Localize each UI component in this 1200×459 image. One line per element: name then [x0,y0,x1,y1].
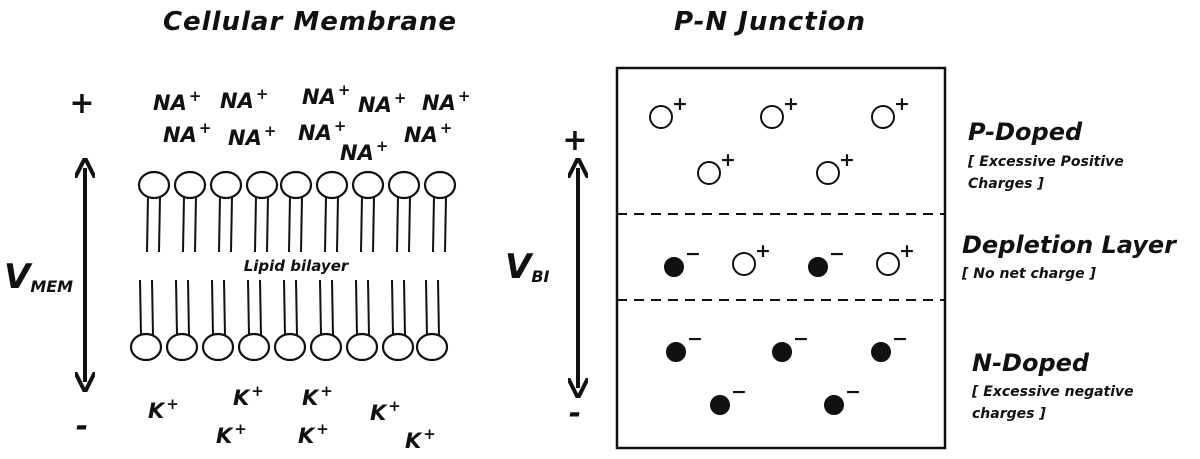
junction-panel: P-N Junction + - VBI + + + + + + + − − − − − − − P-Do… [505,7,1178,450]
negative-charge: − [666,328,703,362]
sodium-ion: NA+ [340,137,388,165]
svg-text:+: + [839,149,855,171]
junction-title: P-N Junction [674,7,866,37]
lipid-molecule-upper [279,170,313,253]
positive-charge: + [649,93,688,129]
potassium-ion: K+ [302,382,333,410]
lipid-bilayer [129,170,457,362]
potassium-ion: K+ [233,382,264,410]
membrane-voltage-label: VMEM [4,257,73,297]
positive-charge: + [697,149,736,185]
lipid-molecule-lower [309,279,343,362]
junction-box [615,66,947,450]
region-n-doped-note-1: [ Excessive negative [971,384,1134,400]
svg-text:−: − [845,381,861,403]
lipid-molecule-lower [381,279,415,362]
region-p-doped-name: P-Doped [968,118,1083,146]
lipid-molecule-upper [387,170,421,253]
svg-text:−: − [685,243,701,265]
positive-charge: + [871,93,910,129]
junction-voltage-label: VBI [505,247,550,287]
sodium-ion: NA+ [422,87,470,115]
lipid-molecule-lower [237,279,271,362]
region-p-doped-note-2: Charges ] [968,176,1044,192]
potassium-ion: K+ [370,397,401,425]
sodium-ion: NA+ [302,81,350,109]
lipid-molecule-lower [345,279,379,362]
sodium-ion: NA+ [153,87,201,115]
region-n-doped: N-Doped [ Excessive negative charges ] [971,349,1134,422]
region-depletion-note-1: [ No net charge ] [961,266,1097,282]
positive-charge: + [816,149,855,185]
membrane-panel: Cellular Membrane + - VMEM NA+NA+NA+NA+N… [4,7,470,453]
lipid-molecule-lower [165,279,199,362]
lipid-molecule-upper [423,170,457,253]
lipid-molecule-upper [351,170,385,253]
region-n-doped-note-2: charges ] [972,406,1046,422]
lipid-molecule-upper [137,170,171,253]
svg-text:−: − [829,243,845,265]
lipid-molecule-lower [273,279,307,362]
lipid-molecule-upper [173,170,207,253]
sodium-ions: NA+NA+NA+NA+NA+NA+NA+NA+NA+NA+ [153,81,470,165]
svg-text:−: − [687,328,703,350]
positive-charge: + [876,240,915,276]
lipid-molecule-upper [209,170,243,253]
negative-charge: − [871,328,908,362]
svg-text:−: − [731,381,747,403]
potassium-ion: K+ [148,395,179,423]
svg-text:+: + [783,93,799,115]
sodium-ion: NA+ [228,122,276,150]
negative-charge: − [824,381,861,415]
region-p-doped-note-1: [ Excessive Positive [967,154,1124,170]
svg-text:−: − [892,328,908,350]
negative-charge: − [808,243,845,277]
lipid-molecule-lower [201,279,235,362]
lipid-molecule-lower [129,279,163,362]
region-p-doped: P-Doped [ Excessive Positive Charges ] [967,118,1124,192]
svg-text:+: + [894,93,910,115]
membrane-title: Cellular Membrane [163,7,457,37]
membrane-top-sign: + [69,86,94,121]
positive-charge: + [732,240,771,276]
potassium-ions: K+K+K+K+K+K+K+ [148,382,436,453]
negative-charge: − [772,328,809,362]
sodium-ion: NA+ [404,119,452,147]
junction-bottom-sign: - [569,396,581,431]
negative-charge: − [664,243,701,277]
region-n-doped-name: N-Doped [972,349,1090,377]
negative-charge: − [710,381,747,415]
lipid-molecule-upper [245,170,279,253]
potassium-ion: K+ [216,420,247,448]
lipid-bilayer-label: Lipid bilayer [244,257,350,275]
svg-text:+: + [672,93,688,115]
sodium-ion: NA+ [163,119,211,147]
sodium-ion: NA+ [358,89,406,117]
sodium-ion: NA+ [220,85,268,113]
sodium-ion: NA+ [298,117,346,145]
svg-text:+: + [899,240,915,262]
junction-top-sign: + [562,123,587,158]
svg-text:+: + [755,240,771,262]
region-depletion-layer: Depletion Layer [ No net charge ] [961,231,1178,282]
lipid-molecule-upper [315,170,349,253]
potassium-ion: K+ [298,420,329,448]
positive-charge: + [760,93,799,129]
junction-charges: + + + + + + + − − − − − − − [649,93,915,415]
lipid-molecule-lower [415,279,449,362]
membrane-bottom-sign: - [76,409,88,444]
potassium-ion: K+ [405,425,436,453]
svg-text:−: − [793,328,809,350]
region-depletion-name: Depletion Layer [962,231,1178,259]
svg-text:+: + [720,149,736,171]
